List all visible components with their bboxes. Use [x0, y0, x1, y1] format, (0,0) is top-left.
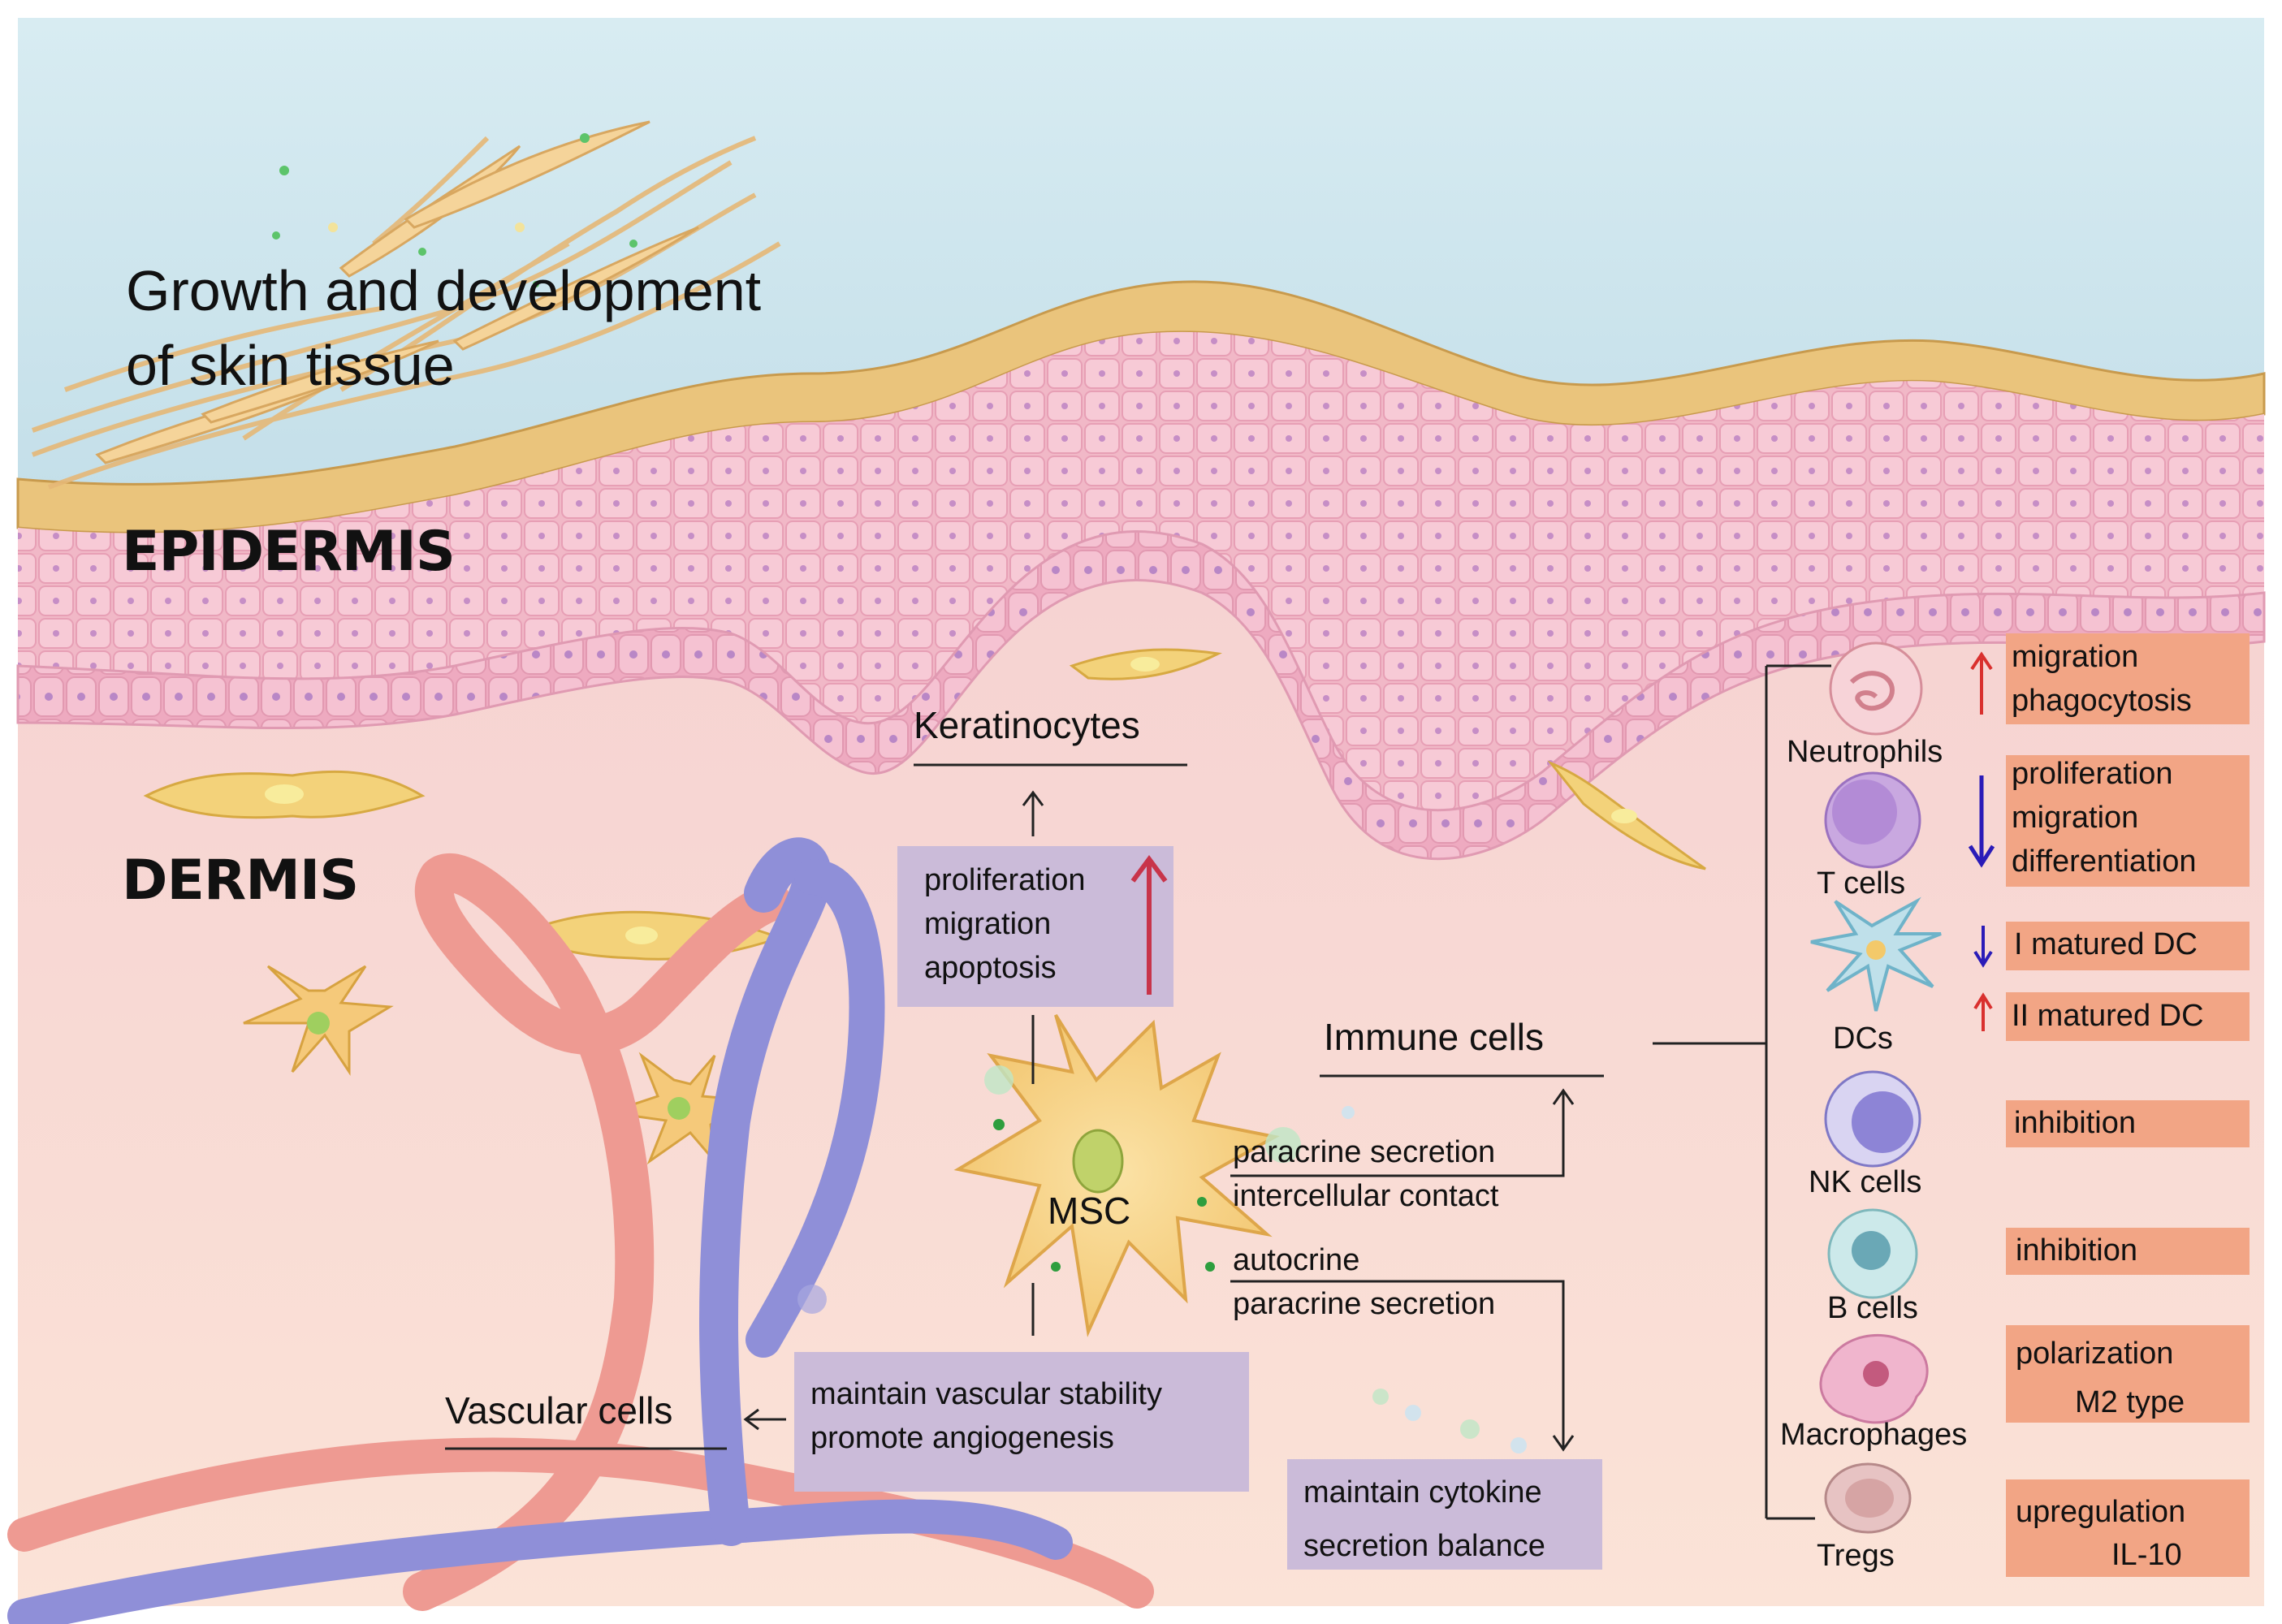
- dermis-label: DERMIS: [122, 849, 359, 913]
- nk-cell-icon: [1824, 1070, 1921, 1168]
- vascular-effect: maintain vascular stability: [810, 1377, 1162, 1411]
- keratinocyte-effect: proliferation: [924, 863, 1086, 897]
- treg-icon: [1824, 1462, 1912, 1534]
- keratinocytes-label: Keratinocytes: [914, 704, 1140, 746]
- keratinocyte-effects-box: [897, 846, 1173, 1007]
- autocrine-mechanism: autocrine paracrine secretion: [1233, 1238, 1495, 1326]
- nk-cells-name: NK cells: [1809, 1165, 1922, 1199]
- b-cells-name: B cells: [1827, 1291, 1918, 1325]
- title-line-1: Growth and development: [126, 259, 762, 322]
- macrophage-effect-1: polarization: [2016, 1337, 2174, 1371]
- neutrophils-name: Neutrophils: [1787, 735, 1943, 769]
- cytokine-line: maintain cytokine: [1303, 1475, 1542, 1510]
- mechanism-line: intercellular contact: [1233, 1179, 1499, 1213]
- autocrine-line: autocrine: [1233, 1243, 1360, 1277]
- epidermis-label: EPIDERMIS: [122, 520, 456, 584]
- keratinocyte-effect: migration: [924, 907, 1052, 941]
- t-cell-effect: proliferation: [2012, 757, 2173, 791]
- cytokine-balance: maintain cytokine secretion balance: [1303, 1466, 1545, 1573]
- vascular-effects: maintain vascular stability promote angi…: [810, 1372, 1162, 1460]
- keratinocyte-up-arrow: [1130, 854, 1168, 995]
- immune-mechanism: paracrine secretion intercellular contac…: [1233, 1130, 1498, 1218]
- dc-effect-ii: II matured DC: [2012, 999, 2204, 1033]
- cytokine-line: secretion balance: [1303, 1529, 1545, 1563]
- t-cell-effect: migration: [2012, 801, 2139, 835]
- autocrine-line: paracrine secretion: [1233, 1287, 1496, 1321]
- t-cells-name: T cells: [1817, 866, 1906, 901]
- dc-down-arrow: [1973, 926, 1993, 968]
- t-cell-icon: [1824, 771, 1921, 869]
- cytokine-box: [1287, 1459, 1602, 1570]
- vascular-effect: promote angiogenesis: [810, 1421, 1114, 1455]
- dendritic-cell-icon: [1810, 896, 1942, 1012]
- neutrophil-effects: migration phagocytosis: [2012, 635, 2192, 723]
- treg-effect-1: upregulation: [2016, 1495, 2186, 1529]
- neutrophil-effect: phagocytosis: [2012, 684, 2192, 718]
- vascular-effects-box: [794, 1352, 1249, 1492]
- vascular-cells-label: Vascular cells: [445, 1389, 673, 1432]
- t-cell-effect: differentiation: [2012, 844, 2197, 879]
- tregs-name: Tregs: [1817, 1539, 1895, 1573]
- neutrophil-effect: migration: [2012, 640, 2139, 674]
- dcs-name: DCs: [1833, 1021, 1893, 1056]
- title-line-2: of skin tissue: [126, 334, 455, 397]
- b-cell-effect: inhibition: [2016, 1233, 2137, 1268]
- t-cell-effects: proliferation migration differentiation: [2012, 752, 2196, 883]
- msc-label: MSC: [1048, 1190, 1131, 1232]
- dc-effect-i: I matured DC: [2014, 927, 2198, 961]
- neutrophil-icon: [1829, 641, 1923, 736]
- macrophage-effect-2: M2 type: [2075, 1385, 2185, 1419]
- keratinocyte-effect: apoptosis: [924, 951, 1057, 985]
- treg-effect-2: IL-10: [2111, 1538, 2182, 1572]
- nk-effect: inhibition: [2014, 1106, 2136, 1140]
- keratinocyte-effects: proliferation migration apoptosis: [924, 858, 1086, 990]
- macrophages-name: Macrophages: [1780, 1418, 1968, 1452]
- immune-effect-boxes: [2006, 633, 2250, 1577]
- immune-cells-label: Immune cells: [1324, 1016, 1544, 1058]
- t-cell-down-arrow: [1968, 775, 1995, 868]
- dc-up-arrow: [1973, 992, 1993, 1031]
- neutrophil-up-arrow: [1970, 651, 1993, 715]
- b-cell-icon: [1827, 1208, 1918, 1299]
- macrophage-icon: [1819, 1334, 1929, 1424]
- mechanism-line: paracrine secretion: [1233, 1135, 1496, 1169]
- connector-lines: [445, 664, 1831, 1520]
